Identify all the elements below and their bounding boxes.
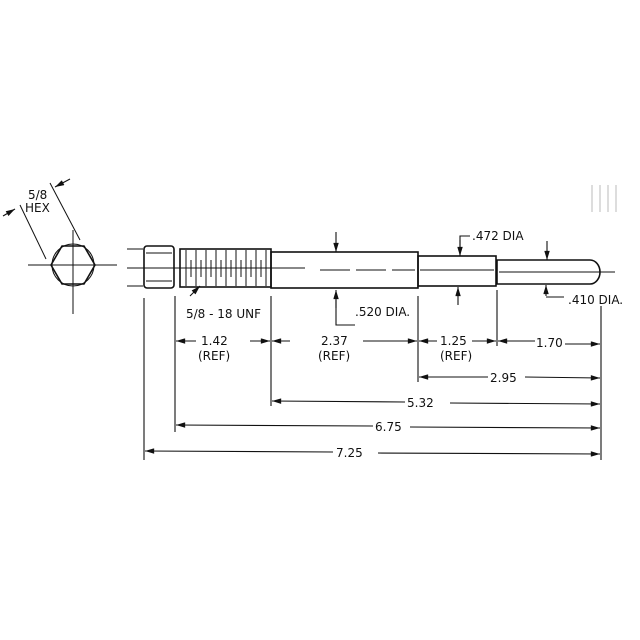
dim-2-37-ref: (REF) (318, 349, 350, 363)
dim-1-42: 1.42 (201, 334, 228, 348)
thread-spec-label: 5/8 - 18 UNF (186, 307, 261, 321)
dim-1-70: 1.70 (536, 336, 563, 350)
dim-5-32: 5.32 (407, 396, 434, 410)
hex-end-view: 5/8 HEX (2, 178, 117, 314)
hex-label: HEX (25, 201, 50, 215)
dim-6-75: 6.75 (375, 420, 402, 434)
dim-2-95: 2.95 (490, 371, 517, 385)
dimension-lines: 1.42 (REF) 2.37 (REF) 1.25 (REF) 1.70 2.… (144, 334, 601, 460)
diameter-callouts: .520 DIA. .472 DIA .410 DIA. 5/8 - 18 UN… (186, 229, 623, 326)
dia-472-label: .472 DIA (472, 229, 524, 243)
hex-size-label: 5/8 (28, 188, 47, 202)
dia-410-label: .410 DIA. (568, 293, 623, 307)
dim-2-37: 2.37 (321, 334, 348, 348)
scan-marks (591, 185, 617, 212)
plug-side-view (127, 245, 615, 289)
dia-520-label: .520 DIA. (355, 305, 410, 319)
dim-1-42-ref: (REF) (198, 349, 230, 363)
extension-lines (143, 290, 602, 460)
dim-1-25: 1.25 (440, 334, 467, 348)
dim-1-25-ref: (REF) (440, 349, 472, 363)
dim-7-25: 7.25 (336, 446, 363, 460)
